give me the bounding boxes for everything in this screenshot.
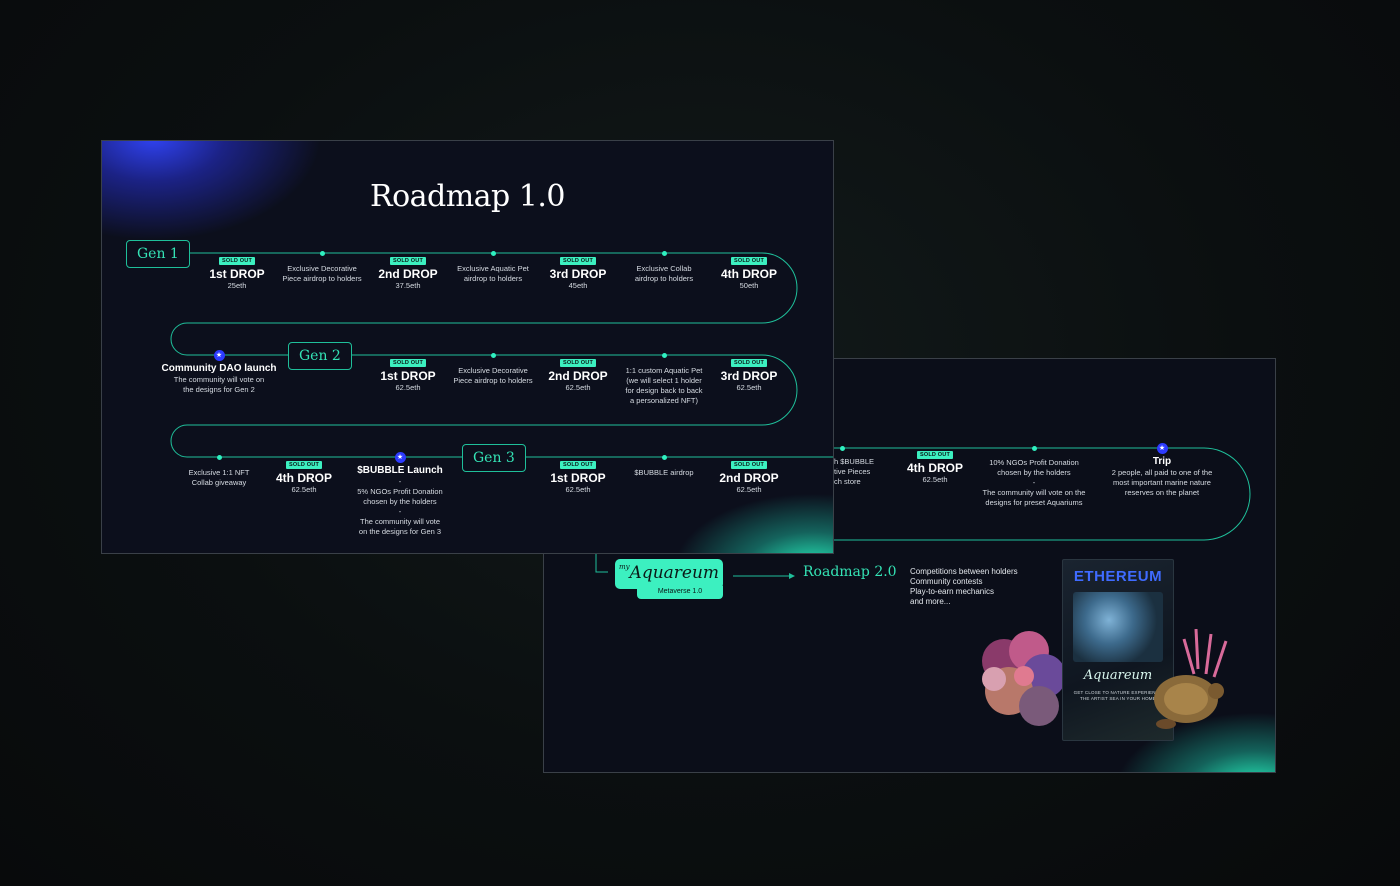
ngo-donation-item: 10% NGOs Profit Donation chosen by the h…	[969, 458, 1099, 508]
bubble-line-1: 5% NGOs Profit Donation	[335, 487, 465, 497]
ngo-separator: -	[969, 478, 1099, 488]
drop-node: SOLD OUT 4th DROP 50eth	[694, 249, 804, 290]
roadmap-2-item: Competitions between holders	[910, 567, 1018, 577]
dot-icon	[662, 455, 667, 460]
roadmap-2-item: and more...	[910, 597, 1018, 607]
trip-line-2: most important marine nature	[1097, 478, 1227, 488]
gen-1-badge: Gen 1	[126, 240, 190, 268]
drop-price: 62.5eth	[694, 485, 804, 494]
dot-icon	[662, 353, 667, 358]
sold-out-badge: SOLD OUT	[731, 257, 767, 265]
trip-title: Trip	[1097, 456, 1227, 468]
bubble-separator: -	[335, 507, 465, 517]
sold-out-badge: SOLD OUT	[390, 257, 426, 265]
ngo-line-3: The community will vote on the	[969, 488, 1099, 498]
sold-out-badge: SOLD OUT	[219, 257, 255, 265]
logo-name: Aquareum	[630, 563, 720, 583]
dot-icon	[662, 251, 667, 256]
drop-label: 2nd DROP	[694, 471, 804, 485]
sold-out-badge: SOLD OUT	[390, 359, 426, 367]
dot-icon	[217, 455, 222, 460]
turtle-coral-illustration	[1136, 629, 1246, 739]
trip-line-3: reserves on the planet	[1097, 488, 1227, 498]
star-icon: ★	[214, 350, 225, 361]
sold-out-badge: SOLD OUT	[560, 461, 596, 469]
roadmap-2-item: Community contests	[910, 577, 1018, 587]
drop-price: 62.5eth	[523, 485, 633, 494]
dao-line-1: The community will vote on	[154, 375, 284, 385]
gen-2-badge: Gen 2	[288, 342, 352, 370]
ngo-line-1: 10% NGOs Profit Donation	[969, 458, 1099, 468]
roadmap-2-list: Competitions between holders Community c…	[910, 567, 1018, 607]
drop-price: 50eth	[694, 281, 804, 290]
logo-prefix: my	[619, 563, 630, 571]
dot-icon	[1032, 446, 1037, 451]
sold-out-badge: SOLD OUT	[731, 461, 767, 469]
item-line-4: a personalized NFT)	[609, 396, 719, 406]
dao-title: Community DAO launch	[154, 363, 284, 375]
dao-line-2: the designs for Gen 2	[154, 385, 284, 395]
ngo-line-4: designs for preset Aquariums	[969, 498, 1099, 508]
bubble-launch-item: $BUBBLE Launch - 5% NGOs Profit Donation…	[335, 465, 465, 537]
bubble-line-4: on the designs for Gen 3	[335, 527, 465, 537]
sold-out-badge: SOLD OUT	[731, 359, 767, 367]
roadmap-2-item: Play-to-earn mechanics	[910, 587, 1018, 597]
bubble-title: $BUBBLE Launch	[335, 465, 465, 477]
sold-out-badge: SOLD OUT	[560, 359, 596, 367]
ngo-line-2: chosen by the holders	[969, 468, 1099, 478]
sold-out-badge: SOLD OUT	[560, 257, 596, 265]
dot-icon	[491, 251, 496, 256]
dot-icon	[320, 251, 325, 256]
drop-price: 62.5eth	[694, 383, 804, 392]
roadmap-slide-front: Roadmap 1.0 Gen 1 Gen 2 Gen 3 SOLD OUT 1…	[101, 140, 834, 554]
coral-illustration	[974, 621, 1074, 731]
trip-line-1: 2 people, all paid to one of the	[1097, 468, 1227, 478]
sold-out-badge: SOLD OUT	[917, 451, 953, 459]
sold-out-badge: SOLD OUT	[286, 461, 322, 469]
box-title: ETHEREUM	[1069, 568, 1167, 585]
drop-node: SOLD OUT 2nd DROP 62.5eth	[694, 453, 804, 494]
bubble-line-2: chosen by the holders	[335, 497, 465, 507]
bubble-separator: -	[335, 477, 465, 487]
aquareum-logo: myAquareum	[615, 559, 723, 589]
star-icon: ★	[395, 452, 406, 463]
drop-node: SOLD OUT 3rd DROP 62.5eth	[694, 351, 804, 392]
roadmap-2-title: Roadmap 2.0	[803, 564, 897, 580]
bubble-line-3: The community will vote	[335, 517, 465, 527]
drop-label: 3rd DROP	[694, 369, 804, 383]
dot-icon	[491, 353, 496, 358]
gen-3-badge: Gen 3	[462, 444, 526, 472]
trip-item: Trip 2 people, all paid to one of the mo…	[1097, 456, 1227, 498]
dot-icon	[840, 446, 845, 451]
metaverse-label: Metaverse 1.0	[637, 586, 723, 599]
community-dao-item: Community DAO launch The community will …	[154, 363, 284, 395]
drop-label: 4th DROP	[694, 267, 804, 281]
star-icon: ★	[1157, 443, 1168, 454]
